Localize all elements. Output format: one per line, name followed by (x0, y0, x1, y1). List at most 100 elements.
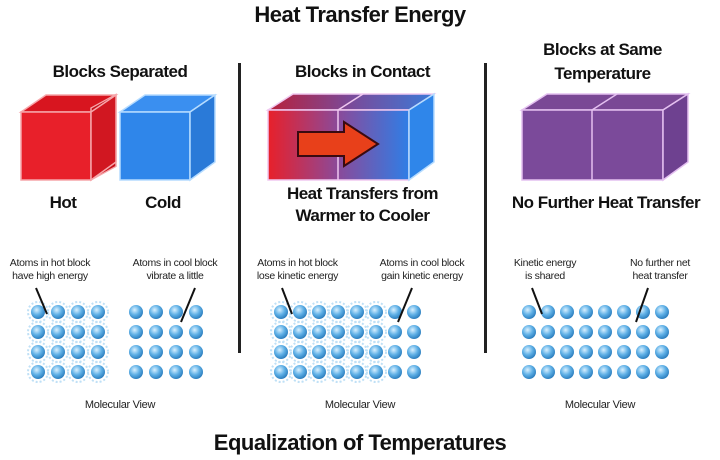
atom-icon (149, 325, 163, 339)
atom-icon (541, 345, 555, 359)
atom-icon (91, 305, 105, 319)
molecular-view-caption-1: Molecular View (84, 399, 156, 411)
atom-icon (598, 345, 612, 359)
atom-icon (71, 305, 85, 319)
atom-icon (293, 305, 307, 319)
atom-icon (350, 305, 364, 319)
atom-icon (579, 305, 593, 319)
atom-icon (169, 345, 183, 359)
atom-icon (274, 305, 288, 319)
atom-icon (598, 305, 612, 319)
contact-blocks (265, 92, 437, 182)
atom-icon (31, 305, 45, 319)
atom-icon (350, 365, 364, 379)
atom-icon (369, 345, 383, 359)
diagram-title: Heat Transfer Energy (254, 2, 466, 27)
panel-2-caption: Heat Transfers from Warmer to Cooler (286, 184, 439, 225)
panel-3-caption: No Further Heat Transfer (511, 193, 701, 212)
molecular-grid-contact (270, 287, 421, 383)
atom-icon (71, 345, 85, 359)
atom-icon (636, 365, 650, 379)
atom-icon (71, 365, 85, 379)
atom-icon (579, 325, 593, 339)
atom-icon (71, 325, 85, 339)
atom-icon (129, 305, 143, 319)
atom-icon (522, 325, 536, 339)
molecular-grid-equal (522, 287, 669, 379)
atom-icon (169, 305, 183, 319)
atom-icon (189, 325, 203, 339)
atom-icon (579, 365, 593, 379)
atom-icon (522, 305, 536, 319)
note-cool-vibrate: Atoms in cool block vibrate a little (132, 257, 218, 282)
note-no-net-transfer: No further net heat transfer (630, 257, 690, 282)
cold-block (117, 93, 218, 182)
atom-icon (522, 365, 536, 379)
diagram-footer-title: Equalization of Temperatures (213, 430, 507, 455)
atom-icon (369, 365, 383, 379)
cold-label: Cold (145, 193, 181, 212)
atom-icon (617, 325, 631, 339)
atom-icon (149, 365, 163, 379)
atom-icon (560, 325, 574, 339)
atom-icon (636, 345, 650, 359)
atom-icon (189, 345, 203, 359)
atom-icon (293, 345, 307, 359)
equal-blocks (519, 92, 691, 182)
atom-icon (388, 325, 402, 339)
atom-icon (331, 305, 345, 319)
atom-icon (189, 365, 203, 379)
atom-icon (579, 345, 593, 359)
atom-icon (149, 305, 163, 319)
atom-icon (31, 365, 45, 379)
atom-icon (407, 365, 421, 379)
atom-icon (655, 325, 669, 339)
molecular-grid-separated (27, 287, 203, 383)
atom-icon (331, 345, 345, 359)
atom-icon (369, 305, 383, 319)
atom-icon (636, 305, 650, 319)
panel-3-heading: Blocks at Same Temperature (543, 40, 662, 83)
hot-label: Hot (49, 193, 77, 212)
hot-block (18, 93, 119, 182)
atom-icon (91, 365, 105, 379)
atom-icon (129, 365, 143, 379)
atom-icon (312, 365, 326, 379)
atom-icon (560, 345, 574, 359)
atom-icon (129, 345, 143, 359)
atom-icon (369, 325, 383, 339)
heat-arrow-icon (297, 120, 380, 168)
atom-icon (636, 325, 650, 339)
atom-icon (91, 345, 105, 359)
atom-icon (522, 345, 536, 359)
atom-icon (407, 305, 421, 319)
atom-icon (598, 365, 612, 379)
note-cool-gain-energy: Atoms in cool block gain kinetic energy (379, 257, 465, 282)
atom-icon (407, 345, 421, 359)
atom-icon (312, 345, 326, 359)
molecular-view-caption-3: Molecular View (564, 399, 636, 411)
atom-icon (655, 365, 669, 379)
atom-icon (31, 325, 45, 339)
atom-icon (274, 345, 288, 359)
atom-icon (51, 305, 65, 319)
divider-right (484, 63, 487, 353)
atom-icon (388, 305, 402, 319)
atom-icon (655, 305, 669, 319)
atom-icon (312, 325, 326, 339)
atom-icon (350, 325, 364, 339)
atom-icon (129, 325, 143, 339)
atom-icon (541, 365, 555, 379)
atom-icon (51, 325, 65, 339)
atom-icon (312, 305, 326, 319)
atom-icon (598, 325, 612, 339)
atom-icon (331, 365, 345, 379)
atom-icon (169, 325, 183, 339)
atom-icon (169, 365, 183, 379)
atom-icon (149, 345, 163, 359)
atom-icon (189, 305, 203, 319)
atom-icon (617, 305, 631, 319)
atom-icon (293, 325, 307, 339)
atom-icon (617, 365, 631, 379)
atom-icon (274, 325, 288, 339)
